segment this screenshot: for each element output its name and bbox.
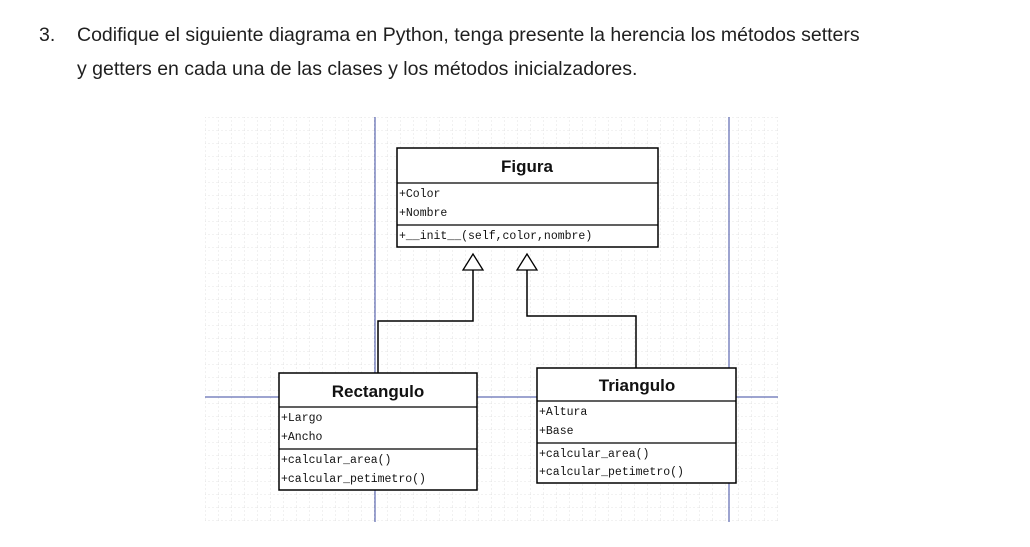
class-figura-attribute-color: +Color (399, 188, 440, 201)
class-triangulo-name: Triangulo (599, 376, 676, 395)
class-figura-method-init: +__init__(self,color,nombre) (399, 230, 592, 243)
class-triangulo-method-perimetro: +calcular_petimetro() (539, 466, 684, 479)
inheritance-rectangulo-line (377, 270, 474, 373)
inheritance-triangulo-arrowhead (515, 252, 539, 271)
class-figura-box (396, 147, 659, 248)
class-triangulo: Triangulo +Altura +Base +calcular_area()… (536, 367, 737, 484)
question-line-1: Codifique el siguiente diagrama en Pytho… (77, 24, 860, 46)
question-number: 3. (39, 24, 56, 46)
inheritance-triangulo-line (526, 270, 637, 368)
class-rectangulo: Rectangulo +Largo +Ancho +calcular_area(… (278, 372, 478, 491)
class-rectangulo-box (278, 372, 478, 491)
class-triangulo-box (536, 367, 737, 484)
class-rectangulo-name: Rectangulo (332, 382, 425, 401)
class-figura-name: Figura (501, 157, 553, 176)
class-rectangulo-method-perimetro: +calcular_petimetro() (281, 473, 426, 486)
class-rectangulo-method-area: +calcular_area() (281, 454, 391, 467)
question-line-2: y getters en cada una de las clases y lo… (77, 58, 638, 80)
class-triangulo-method-area: +calcular_area() (539, 448, 649, 461)
class-figura: Figura +Color +Nombre +__init__(self,col… (396, 147, 659, 248)
question-text: Codifique el siguiente diagrama en Pytho… (77, 18, 987, 86)
class-rectangulo-attribute-largo: +Largo (281, 412, 323, 425)
inheritance-triangulo-figura (515, 252, 637, 368)
inheritance-rectangulo-figura (377, 252, 485, 373)
class-figura-attribute-nombre: +Nombre (399, 207, 447, 220)
class-rectangulo-attribute-ancho: +Ancho (281, 431, 323, 444)
class-triangulo-attribute-base: +Base (539, 425, 574, 438)
inheritance-rectangulo-arrowhead (461, 252, 485, 271)
class-triangulo-attribute-altura: +Altura (539, 406, 587, 419)
